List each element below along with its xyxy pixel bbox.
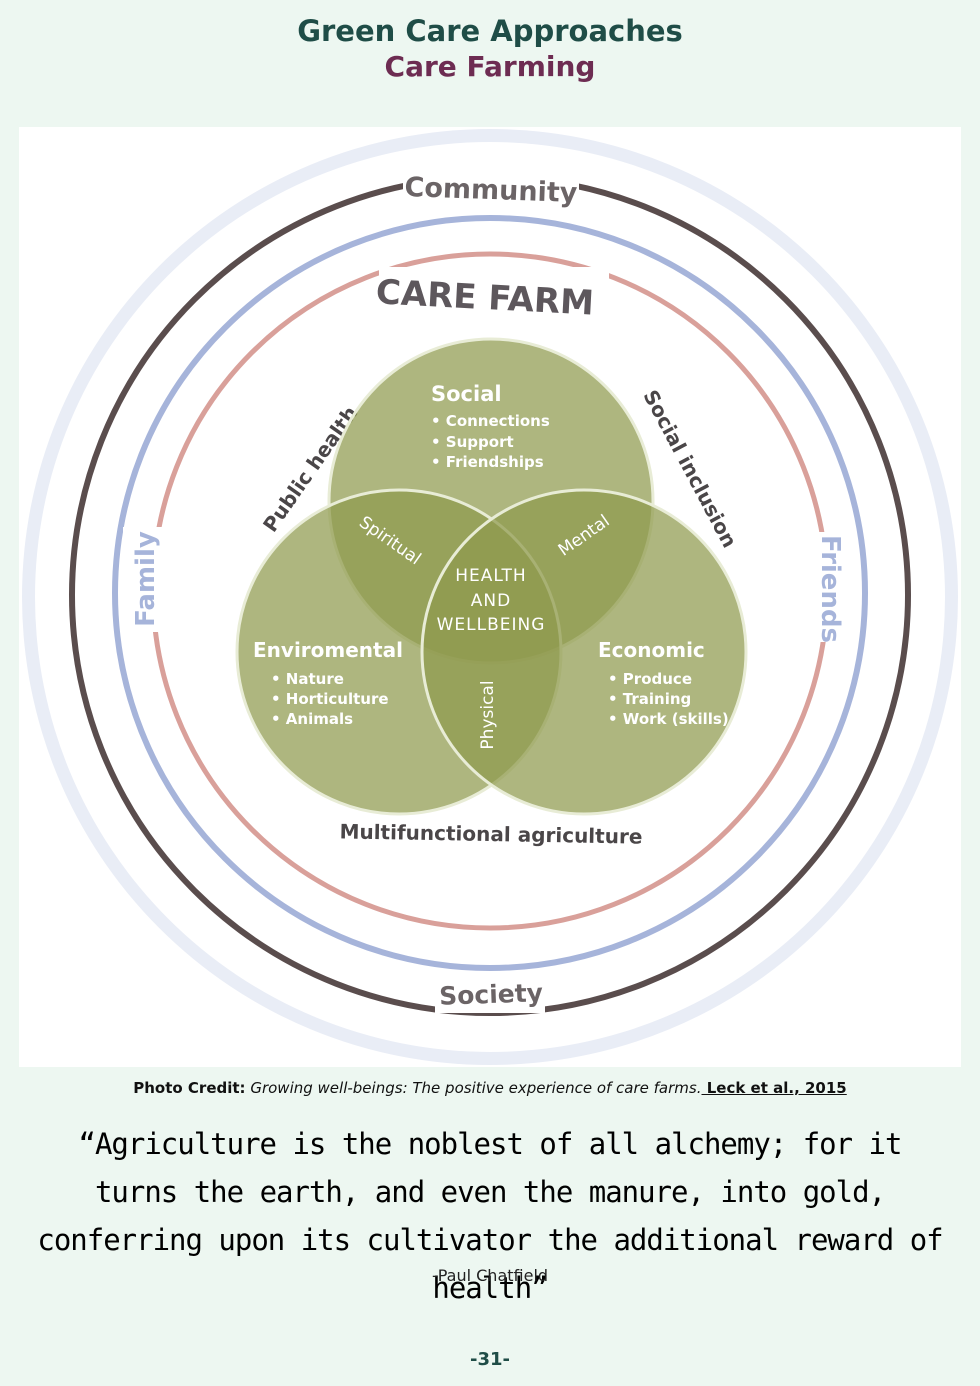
- quote-author: -Paul Chatfield: [431, 1266, 549, 1285]
- society-label-bg: [435, 973, 545, 1013]
- community-label-bg: [403, 167, 579, 207]
- family-friends-ring: [112, 215, 868, 971]
- center-line-and: AND: [471, 591, 511, 611]
- physical-label: Physical: [478, 680, 498, 749]
- social-title: Social: [431, 382, 502, 406]
- friends-label-bg: [817, 532, 857, 642]
- social-item-friendships: • Friendships: [431, 453, 544, 471]
- photo-credit-label: Photo Credit:: [133, 1079, 246, 1097]
- family-label: Family: [131, 531, 161, 627]
- care-farm-diagram: Community Society Family Friends CARE FA…: [22, 129, 958, 1065]
- page-title: Green Care Approaches: [297, 14, 683, 48]
- economic-item-training: • Training: [608, 690, 691, 708]
- photo-credit: Photo Credit: Growing well-beings: The p…: [0, 1079, 980, 1097]
- economic-title: Economic: [598, 638, 705, 662]
- multifunctional-agriculture-label: Multifunctional agriculture: [339, 819, 642, 848]
- center-line-health: HEALTH: [455, 566, 526, 586]
- environmental-item-animals: • Animals: [271, 710, 353, 728]
- environmental-title: Enviromental: [253, 638, 403, 662]
- economic-circle: [420, 488, 748, 816]
- social-item-support: • Support: [431, 433, 514, 451]
- environmental-item-horticulture: • Horticulture: [271, 690, 389, 708]
- center-line-wellbeing: WELLBEING: [437, 615, 546, 635]
- photo-credit-citation-link[interactable]: Leck et al., 2015: [701, 1079, 847, 1097]
- care-farm-label-bg: [379, 267, 609, 319]
- quote-text: “Agriculture is the noblest of all alche…: [37, 1127, 943, 1305]
- economic-item-produce: • Produce: [608, 670, 692, 688]
- environmental-item-nature: • Nature: [271, 670, 344, 688]
- friends-label: Friends: [815, 535, 845, 643]
- photo-credit-work: Growing well-beings: [250, 1079, 403, 1097]
- community-label: Community: [404, 172, 578, 209]
- diagram-panel: Community Society Family Friends CARE FA…: [19, 127, 961, 1067]
- family-label-bg: [123, 527, 163, 632]
- page-subtitle: Care Farming: [384, 50, 596, 83]
- page-number: -31-: [470, 1349, 510, 1370]
- economic-item-work: • Work (skills): [608, 710, 729, 728]
- social-item-connections: • Connections: [431, 412, 550, 430]
- photo-credit-rest: : The positive experience of care farms.: [402, 1079, 702, 1097]
- society-label: Society: [439, 978, 544, 1011]
